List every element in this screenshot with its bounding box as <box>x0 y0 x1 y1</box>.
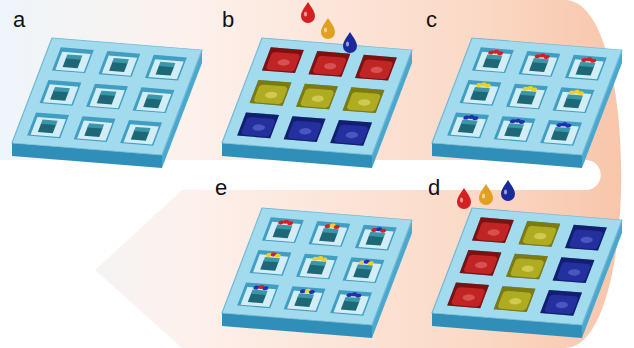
plate-b <box>222 2 412 168</box>
plate-d <box>432 180 622 338</box>
panel-letter: b <box>222 8 234 32</box>
plate-e <box>222 208 412 338</box>
plate-a <box>12 38 202 168</box>
plate-c <box>432 38 622 168</box>
panel-letter: e <box>215 176 227 200</box>
panel-letter: a <box>13 8 25 32</box>
process-arrow-band <box>0 0 621 348</box>
panel-letter: d <box>428 176 440 200</box>
panel-letter: c <box>426 8 437 32</box>
